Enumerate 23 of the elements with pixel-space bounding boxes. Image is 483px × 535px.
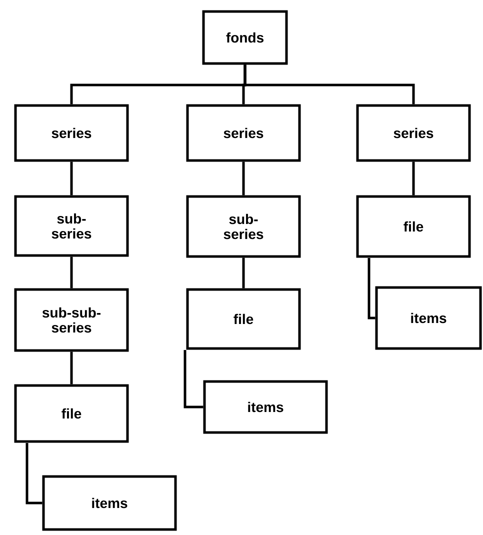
connector-line: [368, 258, 376, 320]
connector-line: [244, 64, 415, 104]
connector-line: [70, 352, 73, 384]
hierarchy-box: file: [14, 384, 129, 443]
connector-line: [184, 350, 204, 408]
connector-line: [242, 162, 245, 196]
connector-line: [26, 443, 42, 504]
hierarchy-box: series: [356, 104, 471, 162]
connector-line: [70, 162, 73, 196]
hierarchy-box: items: [375, 286, 482, 350]
hierarchy-box: items: [42, 475, 177, 531]
hierarchy-box: sub-sub-series: [14, 288, 129, 352]
connector-line: [242, 258, 245, 288]
connector-line: [412, 162, 415, 196]
hierarchy-box: items: [203, 380, 328, 434]
hierarchy-box: series: [186, 104, 301, 162]
hierarchy-box: fonds: [202, 10, 288, 65]
hierarchy-box: series: [14, 104, 129, 162]
connector-line: [70, 256, 73, 288]
hierarchy-box: sub-series: [186, 195, 301, 258]
hierarchy-box: file: [186, 288, 301, 350]
hierarchy-box: sub-series: [14, 195, 129, 257]
hierarchy-box: file: [356, 195, 471, 258]
